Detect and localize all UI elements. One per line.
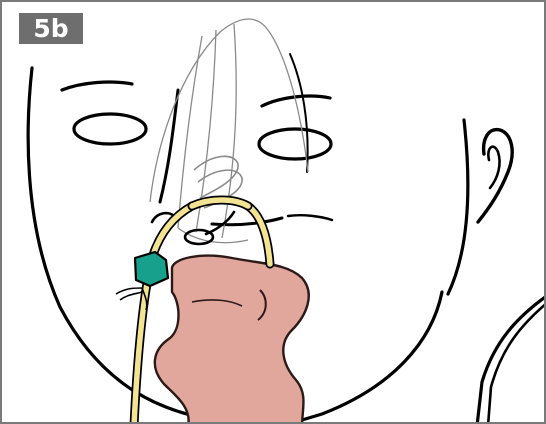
ear [478, 130, 512, 222]
right-eye [259, 129, 331, 159]
left-eye [74, 114, 146, 144]
tongue-illustration [155, 256, 309, 424]
step-label: 5b [19, 13, 83, 44]
left-eyebrow [62, 82, 132, 90]
step-label-text: 5b [33, 14, 68, 43]
